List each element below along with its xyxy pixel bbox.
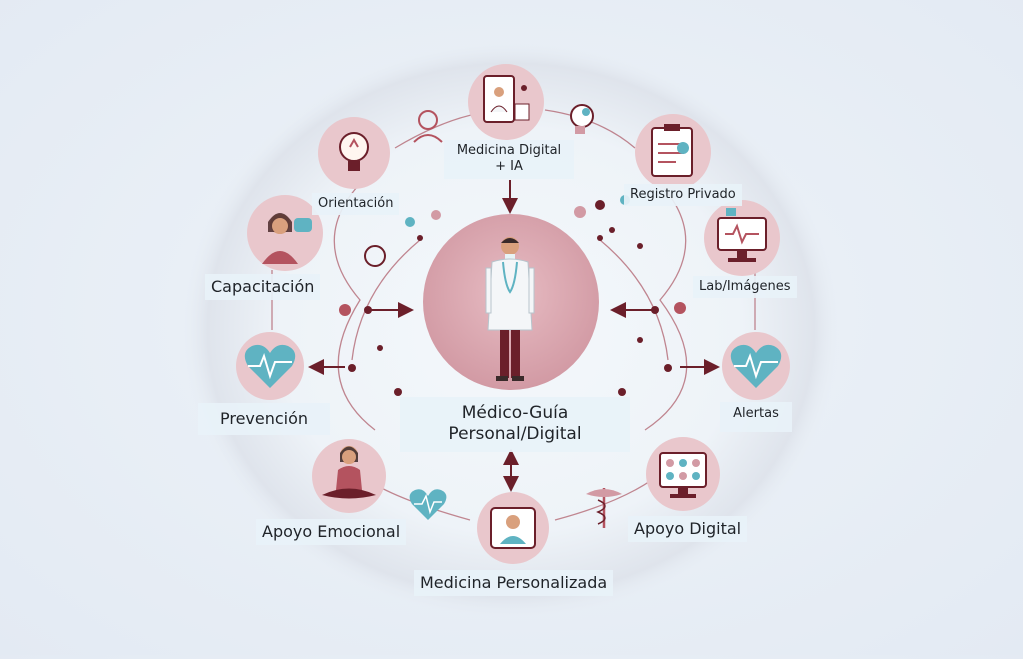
node-orientacion (318, 117, 390, 189)
center-title-line1: Médico-Guía (461, 403, 569, 423)
meditation-icon (322, 446, 376, 499)
node-medicina-personalizada (477, 492, 549, 564)
tablet-doctor-icon (483, 75, 530, 123)
person-outline-icon (413, 110, 443, 143)
lightbulb-icon (339, 132, 369, 171)
heart-connector-icon (409, 489, 447, 520)
label-prevencion: Prevención (198, 403, 330, 435)
network-dots (348, 227, 672, 396)
doctor-figure-icon (485, 237, 535, 381)
node-apoyo-digital (646, 437, 720, 511)
monitor-heart-icon (717, 208, 767, 262)
label-medicina-personalizada: Medicina Personalizada (414, 570, 614, 596)
label-lab-imagenes: Lab/Imágenes (693, 276, 797, 299)
node-lab-imagenes (704, 200, 780, 276)
woman-speech-icon (262, 213, 312, 264)
node-apoyo-emocional (312, 439, 386, 513)
center-title-line2: Personal/Digital (448, 424, 582, 445)
label-medicina-digital-line2: + IA (495, 159, 523, 175)
flow-arrows (308, 180, 720, 492)
label-orientacion: Orientación (312, 193, 400, 216)
center-title: Médico-Guía Personal/Digital (400, 397, 630, 452)
heart-pulse-icon (730, 344, 782, 388)
clipboard-icon (651, 124, 693, 177)
video-call-icon (490, 507, 536, 549)
node-capacitacion (247, 195, 323, 271)
label-apoyo-digital: Apoyo Digital (628, 516, 748, 542)
heart-pulse-icon (244, 344, 296, 388)
label-registro-privado: Registro Privado (624, 184, 742, 207)
label-capacitacion: Capacitación (205, 274, 321, 300)
node-registro-privado (635, 114, 711, 190)
caduceus-icon (586, 488, 622, 528)
network-accent-dots (339, 195, 686, 316)
monitor-grid-icon (659, 452, 707, 498)
head-brain-icon (570, 104, 594, 134)
label-apoyo-emocional: Apoyo Emocional (256, 519, 407, 545)
node-medicina-digital (468, 64, 544, 140)
label-alertas: Alertas (720, 402, 792, 433)
node-prevencion (236, 332, 304, 400)
label-medicina-digital: Medicina Digital + IA (444, 140, 574, 179)
node-alertas (722, 332, 790, 400)
label-medicina-digital-line1: Medicina Digital (456, 143, 562, 158)
